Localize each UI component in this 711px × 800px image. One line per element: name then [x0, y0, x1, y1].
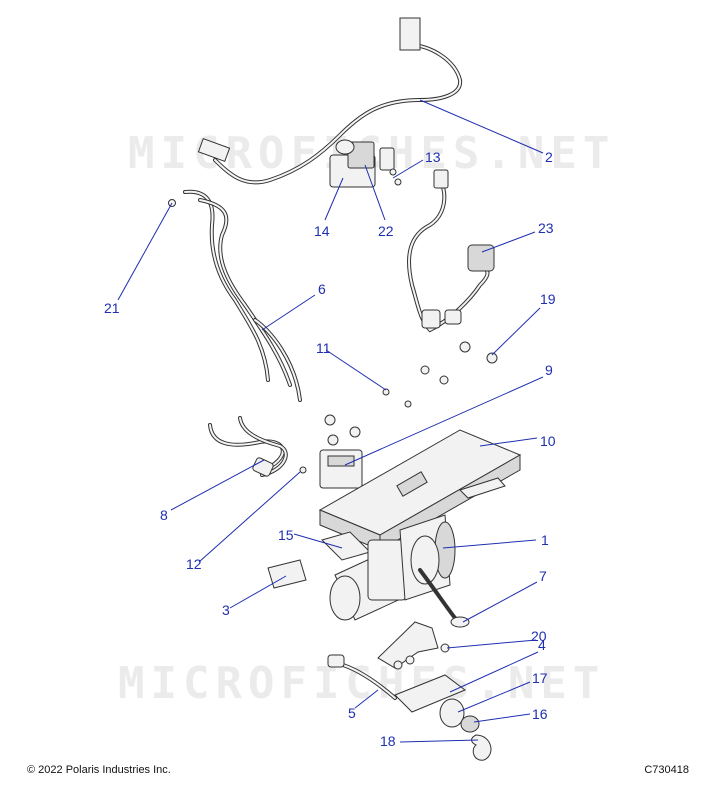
callout-12: 12	[186, 556, 202, 572]
callout-7: 7	[539, 568, 547, 584]
callout-2: 2	[545, 149, 553, 165]
harness-connector	[399, 17, 421, 51]
callout-17: 17	[532, 670, 548, 686]
battery-cables	[208, 416, 288, 477]
copyright-text: © 2022 Polaris Industries Inc.	[27, 764, 171, 776]
decal-3	[267, 559, 307, 589]
callout-6: 6	[318, 281, 326, 297]
callout-20: 20	[531, 628, 547, 644]
callout-23: 23	[538, 220, 554, 236]
screws-13	[389, 168, 402, 186]
switch-harness	[407, 169, 495, 333]
winch-harness	[183, 189, 302, 402]
leader-lines	[117, 99, 544, 743]
diagram-code: C730418	[644, 764, 689, 776]
callout-16: 16	[532, 706, 548, 722]
callout-18: 18	[380, 733, 396, 749]
hook-18	[471, 734, 492, 761]
stopper-17	[439, 698, 465, 728]
callout-4: 4	[538, 637, 546, 653]
callout-15: 15	[278, 527, 294, 543]
screw-12	[299, 466, 307, 474]
rope-7	[418, 568, 470, 628]
relay-module-cluster	[329, 139, 395, 188]
contactor-9	[319, 414, 363, 489]
cable-5	[327, 654, 397, 700]
callout-9: 9	[545, 362, 553, 378]
callout-19: 19	[540, 291, 556, 307]
callout-5: 5	[348, 705, 356, 721]
washer-16	[460, 715, 480, 733]
callout-1: 1	[541, 532, 549, 548]
callout-14: 14	[314, 223, 330, 239]
callout-21: 21	[104, 300, 120, 316]
harness-end-connector	[197, 137, 231, 163]
callout-8: 8	[160, 507, 168, 523]
fairlead-4	[394, 674, 467, 713]
callout-3: 3	[222, 602, 230, 618]
callout-13: 13	[425, 149, 441, 165]
switch-23	[467, 244, 495, 272]
watermark-bottom: MICROFICHES.NET	[118, 658, 606, 709]
callout-labels: 1 2 3 4 5 6 7 8 9 10 11 12 13 14 15 16 1…	[104, 149, 556, 749]
callout-22: 22	[378, 223, 394, 239]
callout-11: 11	[316, 340, 331, 356]
bolts-bracket	[393, 655, 415, 670]
main-wiring-harness	[197, 17, 463, 185]
bolts-19	[420, 341, 498, 385]
bolts-11	[382, 388, 412, 408]
callout-10: 10	[540, 433, 556, 449]
relay-22	[347, 141, 375, 169]
winch-1	[329, 514, 456, 621]
